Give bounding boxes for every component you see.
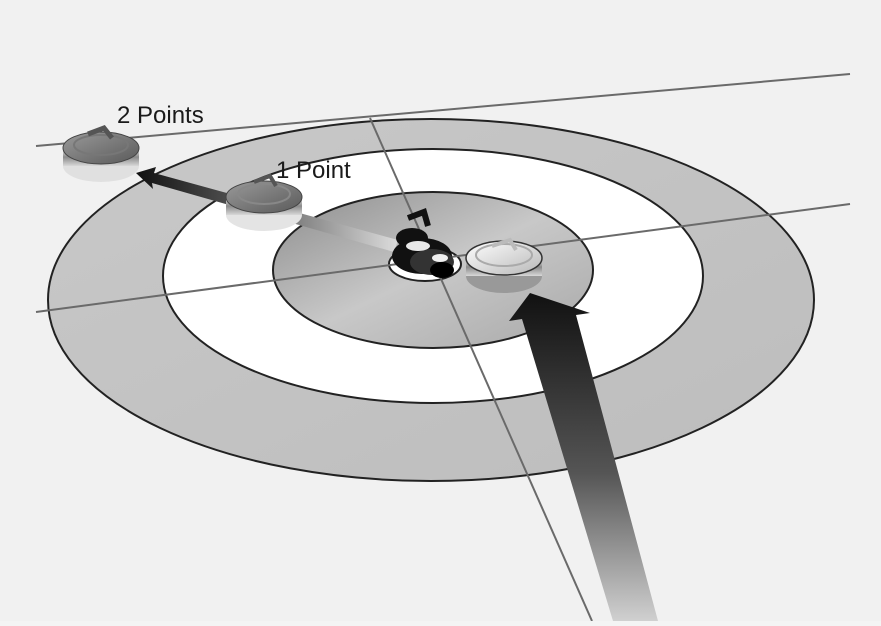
centre-line [369, 117, 593, 622]
label-one-point: 1 Point [276, 157, 351, 184]
stone-one-point [225, 173, 303, 231]
label-two-points: 2 Points [117, 102, 204, 129]
stone-two-points [62, 125, 140, 182]
delivery-arrow [509, 293, 658, 621]
stone-delivered [465, 237, 543, 293]
stone-on-button [392, 208, 454, 278]
back-line [35, 73, 851, 147]
